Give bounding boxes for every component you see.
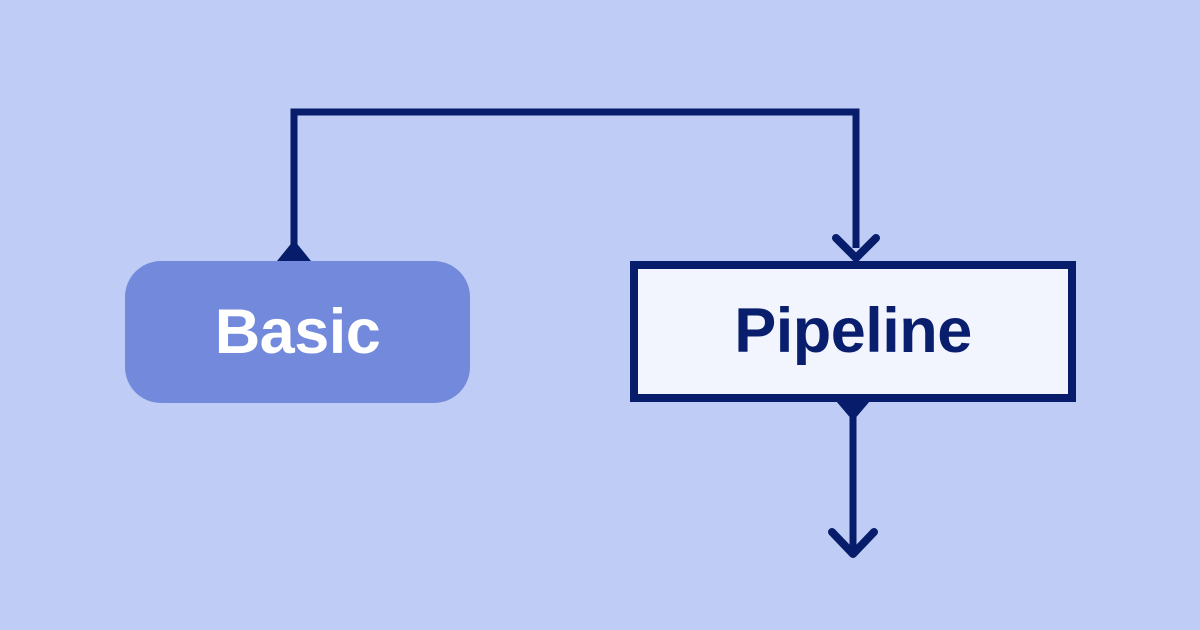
edge-basic-to-pipeline-line	[290, 108, 860, 248]
edge-basic-source-triangle-icon	[277, 240, 311, 261]
node-basic-label: Basic	[214, 296, 381, 367]
edge-pipeline-target-chevron-icon	[832, 234, 880, 262]
edge-down-target-chevron-icon	[828, 528, 878, 558]
edge-basic-to-pipeline	[277, 108, 880, 262]
edge-pipeline-source-triangle-icon	[836, 401, 870, 421]
node-pipeline-label: Pipeline	[734, 296, 972, 366]
edge-pipeline-down	[828, 401, 878, 558]
node-basic[interactable]: Basic	[125, 261, 470, 403]
node-pipeline[interactable]: Pipeline	[630, 261, 1076, 402]
